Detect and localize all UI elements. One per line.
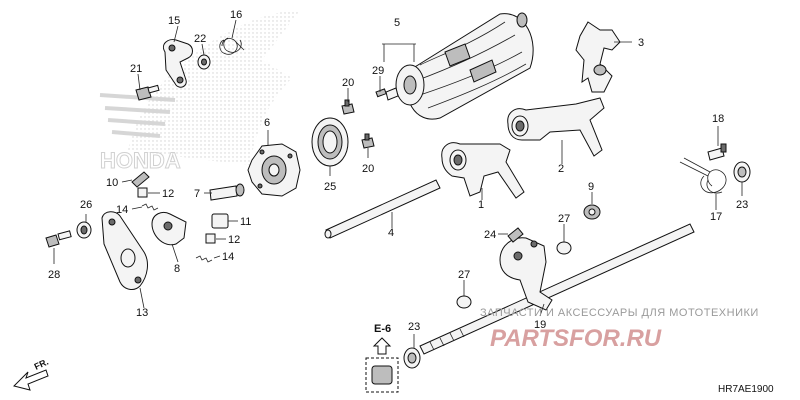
part-20-bolt-b — [361, 133, 375, 149]
part-14-spring-b — [195, 255, 213, 263]
part-13-plate — [101, 211, 148, 290]
callout-27-a: 27 — [558, 213, 570, 225]
front-direction-indicator: FR. — [13, 357, 50, 391]
callout-17: 17 — [710, 211, 722, 223]
callout-12-b: 12 — [228, 234, 240, 246]
honda-brand-text: HONDA — [100, 148, 181, 173]
callout-21: 21 — [130, 63, 142, 75]
part-11-pin — [211, 213, 229, 229]
part-3-shift-fork — [575, 21, 621, 93]
ref-box-e6: E-6 — [365, 323, 399, 393]
callout-4: 4 — [388, 227, 394, 239]
part-17-return-spring — [679, 157, 727, 194]
arrow-icon — [13, 369, 49, 391]
callout-18: 18 — [712, 113, 724, 125]
callout-25: 25 — [324, 181, 336, 193]
part-1-shift-fork — [441, 142, 525, 199]
part-22-collar — [197, 54, 211, 70]
callout-16: 16 — [230, 9, 242, 21]
part-26-collar — [76, 221, 92, 239]
part-7-bolt — [209, 183, 245, 201]
part-27-circlip-b — [456, 295, 472, 309]
callout-2: 2 — [558, 163, 564, 175]
callout-19: 19 — [534, 319, 546, 331]
callout-15: 15 — [168, 15, 180, 27]
up-arrow-icon — [372, 337, 392, 355]
part-28-bolt — [45, 230, 72, 248]
callout-20-a: 20 — [342, 77, 354, 89]
callout-labels: 15 16 22 21 5 29 3 20 20 25 6 10 12 7 14… — [48, 9, 748, 333]
part-12-dowel-b — [205, 233, 216, 244]
leader-lines — [53, 19, 743, 348]
fr-label: FR. — [33, 357, 50, 372]
part-15-stopper-arm — [162, 39, 193, 88]
part-27-circlip-a — [556, 241, 572, 255]
callout-3: 3 — [638, 37, 644, 49]
part-23-washer-b — [403, 347, 421, 369]
part-20-bolt-a — [341, 99, 355, 115]
part-18-bolt — [707, 143, 727, 161]
callout-23-b: 23 — [408, 321, 420, 333]
callout-10: 10 — [106, 177, 118, 189]
part-5-shift-drum — [385, 12, 534, 120]
callout-11: 11 — [240, 216, 251, 228]
callout-13: 13 — [136, 307, 148, 319]
part-16-spring — [219, 37, 245, 55]
callout-22: 22 — [194, 33, 206, 45]
part-4-fork-shaft — [324, 179, 441, 239]
callout-6: 6 — [264, 117, 270, 129]
part-14-spring-a — [141, 203, 159, 211]
diagram-code: HR7AE1900 — [718, 384, 774, 395]
callout-20-b: 20 — [362, 163, 374, 175]
ref-box-label: E-6 — [374, 323, 391, 335]
part-25-bearing — [311, 117, 349, 167]
part-10-pin — [131, 171, 150, 188]
part-6-drum-center — [247, 143, 301, 197]
watermark-tagline: ЗАПЧАСТИ И АКСЕССУАРЫ ДЛЯ МОТОТЕХНИКИ — [480, 307, 759, 319]
part-23-washer-a — [733, 161, 751, 183]
callout-9: 9 — [588, 181, 594, 193]
callout-28: 28 — [48, 269, 60, 281]
callout-29: 29 — [372, 65, 384, 77]
part-24-clip — [507, 227, 524, 243]
part-12-dowel-a — [137, 187, 148, 198]
callout-14-a: 14 — [116, 204, 128, 216]
callout-8: 8 — [174, 263, 180, 275]
callout-14-b: 14 — [222, 251, 234, 263]
part-8-cam — [151, 211, 187, 246]
part-29-pin — [375, 88, 387, 98]
callout-7: 7 — [194, 188, 200, 200]
callout-24: 24 — [484, 229, 496, 241]
callout-1: 1 — [478, 199, 484, 211]
site-watermark: ЗАПЧАСТИ И АКСЕССУАРЫ ДЛЯ МОТОТЕХНИКИ PA… — [480, 307, 759, 352]
callout-12-a: 12 — [162, 188, 174, 200]
watermark-logo: PARTSFOR.RU — [490, 325, 662, 352]
part-21-bolt — [135, 84, 160, 101]
honda-wing-watermark: HONDA — [100, 10, 300, 174]
part-2-shift-fork — [507, 97, 605, 157]
part-9-seal — [583, 204, 601, 220]
part-19-gearshift-spindle — [419, 223, 695, 355]
callout-23-a: 23 — [736, 199, 748, 211]
callout-5: 5 — [394, 17, 400, 29]
callout-26: 26 — [80, 199, 92, 211]
callout-27-b: 27 — [458, 269, 470, 281]
